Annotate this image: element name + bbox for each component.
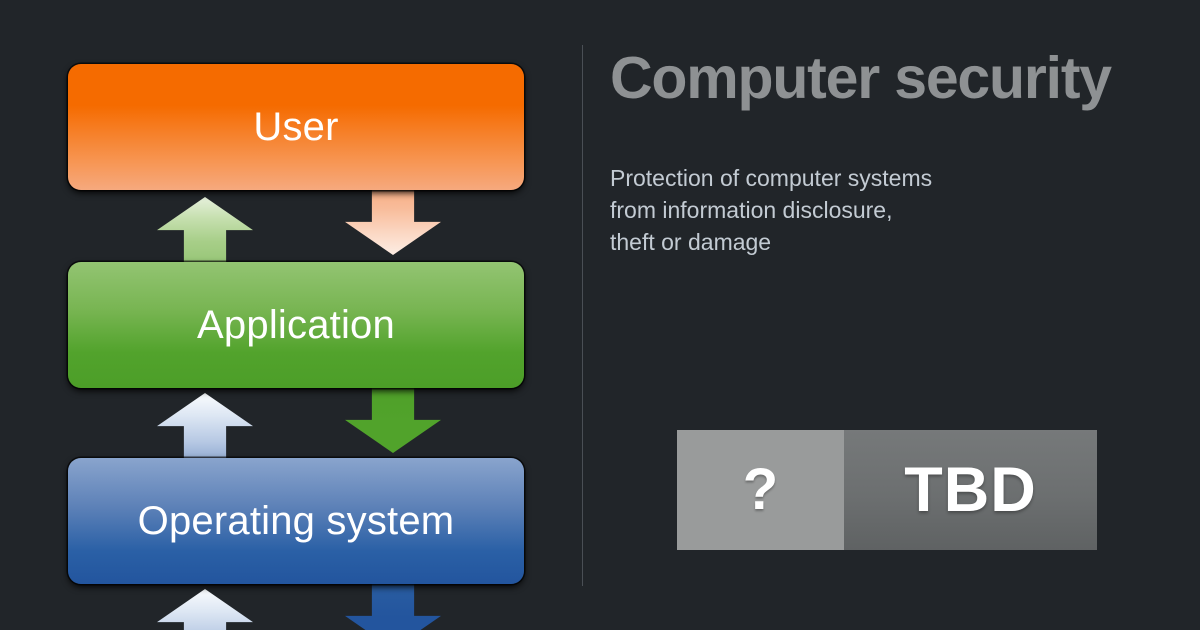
layer-label-application: Application: [197, 303, 395, 347]
arrow-up-os-to-application: [157, 393, 253, 465]
arrow-up-hardware-to-os: [157, 589, 253, 630]
vertical-divider: [582, 45, 583, 586]
arrow-down-application-to-os: [345, 381, 441, 453]
layer-label-operating-system: Operating system: [137, 499, 455, 543]
arrow-down-os-to-hardware: [345, 577, 441, 630]
arrow-up-application-to-user: [157, 197, 253, 269]
page-description: Protection of computer systems from info…: [610, 165, 933, 255]
tbd-badge-question-panel: ?: [677, 430, 844, 550]
layer-box-user[interactable]: User: [68, 64, 524, 190]
layer-box-operating-system[interactable]: Operating system: [68, 458, 524, 584]
question-mark-icon: ?: [742, 457, 779, 522]
tbd-badge: ? TBD: [677, 430, 1097, 550]
layer-label-user: User: [253, 105, 339, 149]
layer-box-application[interactable]: Application: [68, 262, 524, 388]
page-title: Computer security: [610, 45, 1112, 111]
info-panel: Computer security Protection of computer…: [610, 0, 1200, 630]
tbd-badge-label: TBD: [904, 454, 1037, 525]
layered-stack-diagram: User Application Operating system: [0, 0, 582, 630]
tbd-badge-label-panel: TBD: [844, 430, 1097, 550]
arrow-down-user-to-application: [345, 183, 441, 255]
